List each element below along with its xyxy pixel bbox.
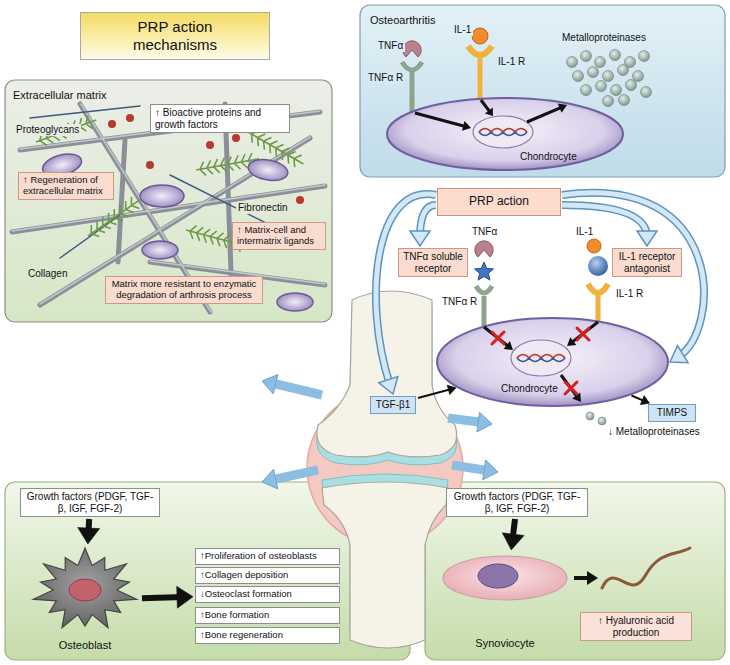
box-text: ↑Collagen deposition — [200, 570, 335, 581]
label-anchor: Collagen — [26, 268, 69, 280]
effect-box: ↓Osteoclast formation — [195, 586, 340, 603]
chondrocyte-cell: Chondrocyte — [385, 96, 625, 172]
cell-label: Chondrocyte — [501, 383, 558, 395]
part-label: ↓ Metalloproteinases — [606, 426, 702, 438]
effect-box: ↑ Bioactive proteins and growth factors — [150, 104, 290, 133]
part-label: IL-1 R — [496, 56, 527, 68]
box-text: Growth factors (PDGF, TGF-β, IGF, FGF-2) — [451, 491, 583, 514]
matrix-panel: Extracellular matrix ↑ Bioactive proteins… — [5, 80, 332, 322]
part-label: IL-1 — [574, 226, 595, 238]
effect-box: ↑ Hyaluronic acid production — [580, 612, 692, 641]
growth-factor-box: Growth factors (PDGF, TGF-β, IGF, FGF-2) — [20, 488, 160, 517]
arrow-head — [78, 527, 100, 544]
label-anchor: TNFα R — [366, 72, 405, 84]
part-label: TNFα R — [440, 296, 479, 308]
synoviocyte-cell: Synoviocyte — [440, 552, 570, 652]
label-anchor: Fibronectin — [236, 202, 289, 214]
box-text: TIMPS — [653, 407, 691, 419]
cell-outline — [385, 96, 625, 172]
growth-factor-box: Growth factors (PDGF, TGF-β, IGF, FGF-2) — [446, 488, 588, 517]
arrow-head — [177, 586, 193, 608]
arrow-head — [670, 346, 688, 363]
connector-line — [418, 389, 452, 398]
cell-label: Synoviocyte — [440, 637, 570, 650]
part-label: TNFα — [470, 226, 499, 238]
box-text: ↑ Bioactive proteins and growth factors — [155, 107, 285, 130]
part-label: IL-1 — [452, 24, 473, 36]
part-label: Proteoglycans — [14, 124, 81, 136]
label-anchor: ↓ Metalloproteinases — [606, 426, 702, 438]
label-anchor: Metalloproteinases — [560, 32, 648, 44]
connector-outline — [376, 194, 436, 385]
effect-box: Matrix more resistant to enzymatic degra… — [105, 276, 263, 304]
box-text: ↑Proliferation of osteoblasts — [200, 551, 335, 562]
title-box: PRP action mechanisms — [80, 12, 270, 60]
factor-box: TGF-β1 — [370, 396, 416, 414]
cell-outline — [30, 546, 140, 654]
box-text: ↑Bone formation — [200, 610, 335, 621]
arrow-head — [637, 231, 657, 246]
connector — [142, 586, 193, 608]
agent-box: IL-1 receptor antagonist — [612, 248, 682, 277]
effect-box: ↑ Regeneration of extracellular matrix — [18, 172, 114, 200]
box-text: Matrix more resistant to enzymatic degra… — [110, 279, 258, 301]
connector — [502, 519, 524, 550]
connector-line — [376, 194, 436, 385]
label-anchor: TNFα — [470, 226, 499, 238]
arrow-head — [410, 231, 430, 246]
effect-box: ↑Bone formation — [195, 607, 340, 624]
label-anchor: TNFα R — [440, 296, 479, 308]
connector — [376, 194, 436, 394]
connector — [562, 205, 657, 246]
arrow-head — [502, 533, 524, 550]
part-label: TNFα — [376, 40, 405, 52]
agent-box: TNFα soluble receptor — [398, 248, 468, 277]
part-label: Metalloproteinases — [560, 32, 648, 44]
connector-line — [562, 205, 647, 237]
label-anchor: Proteoglycans — [14, 124, 81, 136]
effect-box: ↑ Matrix-cell and intermatrix ligands — [232, 222, 326, 250]
box-text: IL-1 receptor antagonist — [617, 251, 677, 274]
part-label: Collagen — [26, 268, 69, 280]
connector — [418, 385, 456, 398]
box-text: ↓Osteoclast formation — [200, 589, 335, 600]
box-text: ↑Bone regeneration — [200, 630, 335, 641]
box-text: ↑ Regeneration of extracellular matrix — [23, 175, 109, 197]
factor-box: TIMPS — [648, 404, 696, 422]
cell-label: Osteoblast — [30, 639, 140, 652]
arrow-head — [379, 377, 398, 394]
box-text: ↑ Matrix-cell and intermatrix ligands — [237, 225, 321, 247]
part-label: Fibronectin — [236, 202, 289, 214]
label-anchor: IL-1 R — [614, 288, 645, 300]
part-label: IL-1 R — [614, 288, 645, 300]
effect-box: ↑Proliferation of osteoblasts — [195, 548, 340, 565]
panel-heading: Osteoarthritis — [370, 14, 435, 27]
action-box: PRP action — [437, 188, 561, 216]
connector — [78, 519, 100, 544]
effect-box: ↑Bone regeneration — [195, 627, 340, 644]
box-text: TGF-β1 — [375, 399, 411, 411]
box-text: ↑ Hyaluronic acid production — [585, 615, 687, 638]
title-text: PRP action mechanisms — [81, 18, 269, 54]
effect-box: ↑Collagen deposition — [195, 567, 340, 584]
cell-label: Chondrocyte — [520, 151, 577, 163]
box-text: TNFα soluble receptor — [403, 251, 463, 274]
osteoblast-cell: Osteoblast — [30, 546, 140, 654]
connector — [410, 205, 436, 246]
panel-heading: Extracellular matrix — [13, 89, 107, 102]
label-anchor: IL-1 R — [496, 56, 527, 68]
chondrocyte-cell: Chondrocyte — [435, 316, 670, 408]
label-anchor: IL-1 — [574, 226, 595, 238]
label-anchor: TNFα — [376, 40, 405, 52]
part-label: TNFα R — [366, 72, 405, 84]
connector-outline — [562, 205, 647, 237]
box-text: Growth factors (PDGF, TGF-β, IGF, FGF-2) — [25, 491, 155, 514]
box-text: PRP action — [469, 195, 529, 209]
cell-outline — [435, 316, 670, 408]
osteoarthritis-panel: OsteoarthritisChondrocyte — [360, 5, 725, 177]
label-anchor: IL-1 — [452, 24, 473, 36]
connector — [631, 395, 649, 404]
